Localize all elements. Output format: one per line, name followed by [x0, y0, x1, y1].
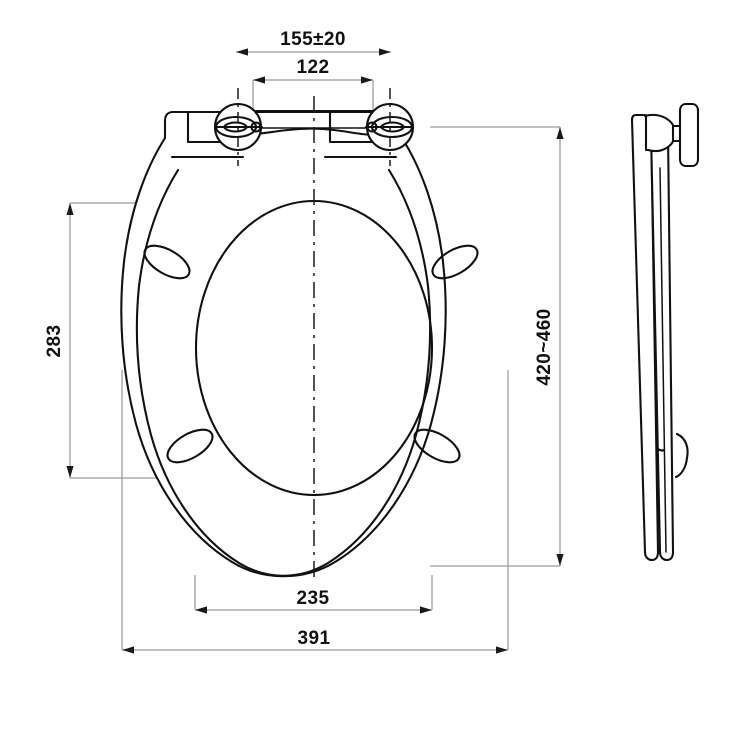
seat-ring-inner-contour — [135, 168, 432, 577]
dim-label-155-20: 155±20 — [280, 29, 346, 50]
bumper-pad-bottom-right — [413, 428, 461, 464]
dimension-391 — [121, 370, 509, 654]
dim-label-420-460: 420~460 — [534, 308, 555, 385]
dim-label-235: 235 — [297, 588, 330, 609]
dimension-text-layer: 155±20 122 283 420~460 235 391 — [44, 29, 555, 649]
side-bumper-bulge — [674, 432, 689, 479]
top-view — [120, 88, 479, 580]
side-seat-seam — [659, 167, 667, 553]
bumper-pad-top-left — [143, 244, 191, 280]
side-panel-notch — [655, 446, 666, 452]
lid-outer-outline — [120, 110, 447, 578]
side-hinge-knuckle — [643, 113, 677, 153]
dimension-122 — [252, 76, 374, 132]
hinge-right — [364, 102, 415, 152]
dim-label-122: 122 — [297, 57, 330, 78]
side-hinge-mount-plate — [678, 102, 700, 168]
dimension-155-20 — [236, 48, 391, 56]
dimension-420-460 — [430, 126, 564, 567]
bumper-pad-bottom-left — [166, 428, 214, 464]
dim-label-391: 391 — [298, 628, 331, 649]
bumper-pad-top-right — [431, 244, 479, 280]
hinge-left — [213, 102, 264, 152]
left-hinge-pin — [250, 121, 262, 133]
dim-label-283: 283 — [44, 325, 65, 358]
dimension-235 — [194, 575, 433, 614]
right-hinge-pin — [366, 121, 378, 133]
side-view — [630, 102, 700, 562]
